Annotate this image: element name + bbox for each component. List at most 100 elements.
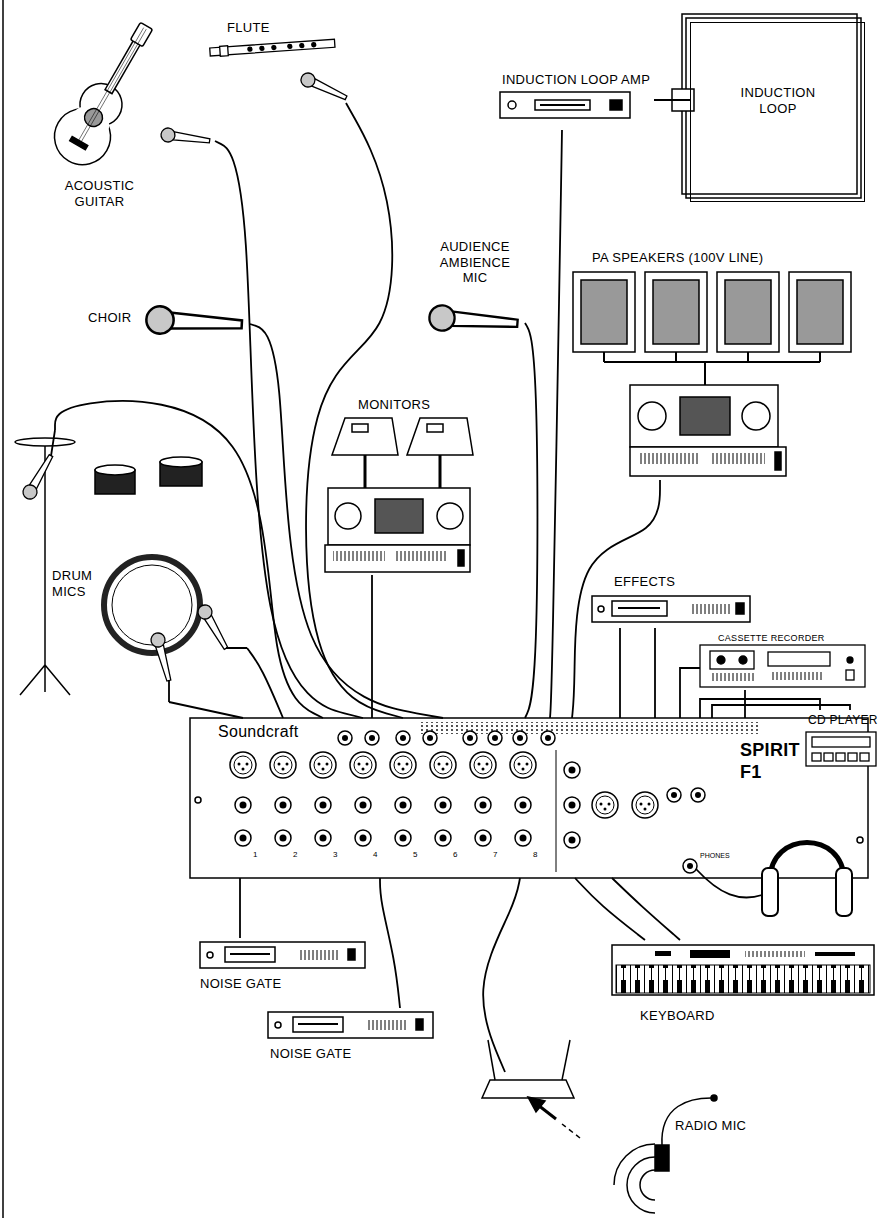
noise-gate-unit [293, 1017, 343, 1032]
stage-monitors [375, 499, 423, 533]
keyboard-synth [612, 945, 874, 995]
audio-cable [654, 99, 690, 101]
audio-cable [575, 878, 645, 940]
effects-processor [592, 596, 750, 622]
drum-kit [95, 465, 135, 475]
pa-speakers [725, 280, 771, 344]
connector-sockets [475, 797, 491, 813]
device-label: KEYBOARD [640, 1008, 715, 1024]
induction-loop-coil [686, 18, 861, 198]
power-amplifier [742, 402, 770, 430]
induction-loop-box: INDUCTION LOOP [690, 22, 865, 202]
keyboard-synth [745, 951, 805, 957]
mixing-console [556, 750, 557, 872]
cassette-deck [700, 645, 865, 687]
connector-sockets [365, 731, 379, 745]
radio-waves [627, 1157, 655, 1185]
pa-speakers [581, 280, 627, 344]
cd-player-unit [848, 753, 857, 761]
stage-monitors [325, 418, 473, 572]
connector-sockets [541, 731, 555, 745]
channel-number: 8 [533, 851, 537, 860]
audio-cable [239, 878, 241, 938]
cassette-deck [700, 645, 865, 687]
connector-sockets [423, 731, 437, 745]
effects-unit: EFFECTS [590, 572, 752, 628]
connector-sockets [510, 752, 536, 778]
microphone-group: AUDIENCE AMBIENCE MIC [425, 235, 525, 335]
drum-kit [44, 446, 46, 665]
keyboard-instrument: KEYBOARD [610, 940, 875, 1028]
microphone [299, 71, 349, 104]
power-amplifier [775, 452, 781, 470]
acoustic-guitar [70, 136, 88, 149]
connector-sockets [270, 752, 296, 778]
cd-player-unit [824, 753, 833, 761]
device-label: EFFECTS [614, 574, 675, 590]
acoustic-guitar [130, 22, 152, 46]
pa-speakers [573, 272, 635, 352]
mixing-console [195, 797, 201, 803]
noise-gate-unit [368, 1020, 408, 1030]
device-label: PA SPEAKERS (100V LINE) [592, 250, 763, 266]
noise-gate-unit [300, 950, 340, 960]
induction-loop-amp [610, 100, 622, 110]
headphones [836, 868, 852, 916]
cd-player-unit [860, 753, 869, 761]
connector-sockets [395, 797, 411, 813]
mixing-console [190, 718, 868, 878]
channel-number: 6 [453, 851, 457, 860]
microphone-group: CHOIR [80, 300, 250, 338]
radio-receiver [562, 1124, 580, 1138]
connector-sockets [395, 830, 411, 846]
keyboard-synth [612, 945, 874, 995]
connector-sockets [632, 792, 658, 818]
connector-sockets [338, 731, 352, 745]
connector-sockets [235, 797, 251, 813]
device-label: CHOIR [88, 310, 131, 326]
induction-loop-amp [540, 104, 585, 106]
drum-kit-group: DRUM MICS [15, 430, 247, 702]
headphones [770, 843, 844, 881]
power-amplifier [630, 385, 786, 476]
connector-sockets [350, 752, 376, 778]
drum-kit [15, 438, 75, 446]
effects-processor [690, 604, 730, 614]
effects-processor [612, 601, 667, 616]
connector-sockets [683, 859, 697, 873]
stage-monitors [395, 551, 447, 561]
device-label: FLUTE [227, 20, 270, 36]
connector-sockets [564, 797, 580, 813]
pa-speakers [797, 280, 843, 344]
noise-gate-unit [298, 1023, 338, 1025]
drum-kit [20, 665, 70, 695]
noise-gate-unit [200, 942, 365, 968]
connector-sockets [435, 797, 451, 813]
audio-cable [654, 628, 656, 718]
keyboard-synth [616, 965, 870, 993]
power-amplifier [630, 447, 786, 476]
device-label: INDUCTION LOOP AMP [502, 72, 650, 88]
connector-sockets [515, 797, 531, 813]
radio-waves [627, 1185, 655, 1213]
cassette-deck [739, 656, 747, 664]
cd-player-unit [812, 753, 821, 761]
channel-number: 1 [253, 851, 257, 860]
audio-cable [215, 141, 363, 718]
cassette-deck [768, 652, 830, 666]
induction-loop-coil [682, 14, 857, 194]
flute [248, 47, 252, 51]
flute [300, 43, 304, 47]
connector-sockets [390, 752, 416, 778]
connector-sockets [470, 752, 496, 778]
stage-monitors [365, 455, 440, 488]
keyboard-synth [690, 950, 730, 958]
device-label: ACOUSTIC GUITAR [57, 178, 142, 209]
cassette-deck [710, 651, 754, 669]
keyboard-synth [655, 951, 671, 956]
monitor-system: MONITORS [325, 395, 470, 575]
brand-name: Soundcraft [218, 722, 298, 741]
flute [220, 46, 229, 57]
cd-player-unit [836, 753, 845, 761]
noise-gate-unit [230, 953, 270, 955]
